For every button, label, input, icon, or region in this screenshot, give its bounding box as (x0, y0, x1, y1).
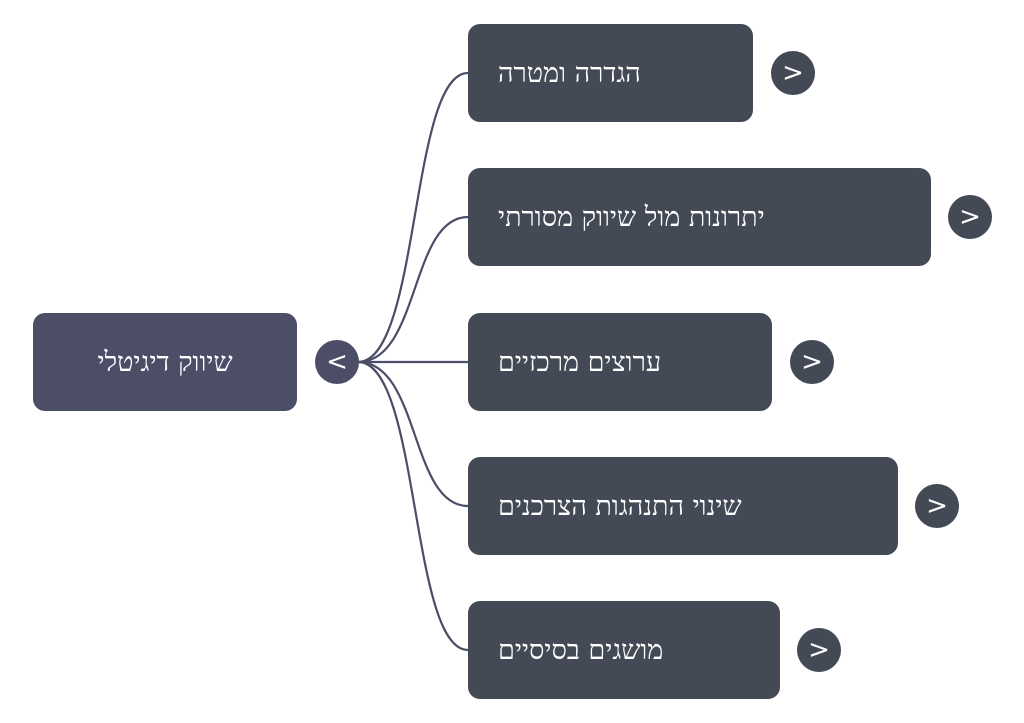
chevron-right-icon: > (959, 202, 981, 232)
child-node-advantages[interactable]: יתרונות מול שיווק מסורתי (468, 168, 931, 266)
child-node-label: הגדרה ומטרה (498, 57, 641, 89)
connector-line (357, 360, 469, 508)
child-node-basic-terms[interactable]: מושגים בסיסיים (468, 601, 780, 699)
chevron-right-icon: > (782, 58, 804, 88)
connector-line (357, 215, 469, 364)
root-node-label: שיווק דיגיטלי (97, 346, 233, 378)
child-node-label: ערוצים מרכזיים (498, 346, 662, 378)
child-node-consumer-behavior[interactable]: שינוי התנהגות הצרכנים (468, 457, 898, 555)
expand-toggle-button[interactable]: > (797, 628, 841, 672)
child-node-label: מושגים בסיסיים (498, 634, 664, 666)
chevron-left-icon: < (326, 347, 348, 377)
expand-toggle-button[interactable]: > (948, 195, 992, 239)
child-node-label: שינוי התנהגות הצרכנים (498, 490, 742, 522)
chevron-right-icon: > (808, 635, 830, 665)
connector-line (357, 360, 469, 652)
connector-line (357, 71, 469, 364)
expand-toggle-button[interactable]: > (790, 340, 834, 384)
expand-toggle-button[interactable]: > (771, 51, 815, 95)
collapse-toggle-button[interactable]: < (315, 340, 359, 384)
chevron-right-icon: > (926, 491, 948, 521)
child-node-definition[interactable]: הגדרה ומטרה (468, 24, 753, 122)
expand-toggle-button[interactable]: > (915, 484, 959, 528)
child-node-label: יתרונות מול שיווק מסורתי (498, 201, 765, 233)
chevron-right-icon: > (801, 347, 823, 377)
root-node[interactable]: שיווק דיגיטלי (33, 313, 297, 411)
child-node-channels[interactable]: ערוצים מרכזיים (468, 313, 772, 411)
